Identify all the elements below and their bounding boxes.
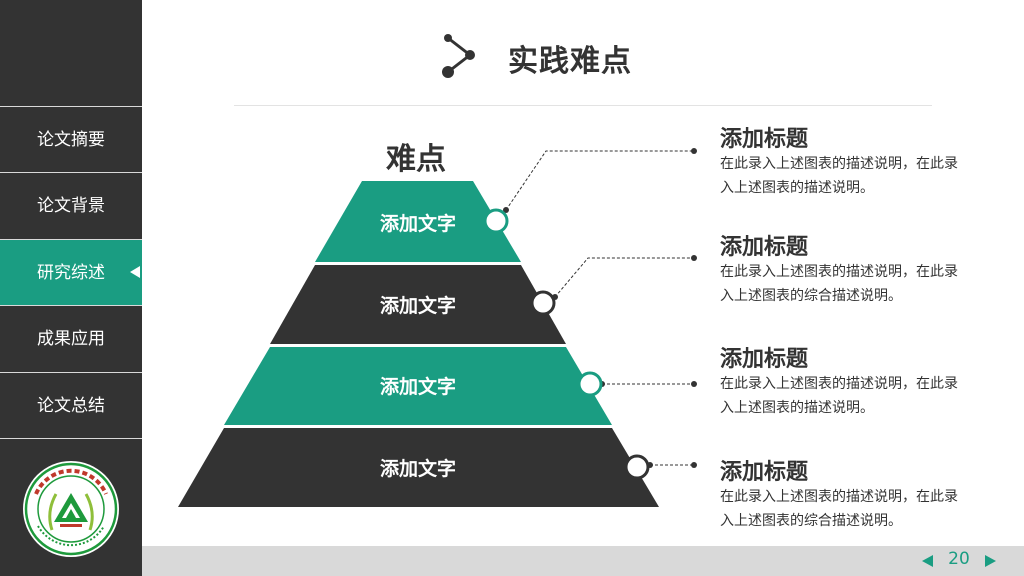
connector-dot-1-start	[503, 207, 509, 213]
sidebar-item-review[interactable]: 研究综述	[0, 239, 142, 305]
item-desc-4: 在此录入上述图表的描述说明，在此录入上述图表的综合描述说明。	[720, 489, 958, 529]
sidebar-item-abstract[interactable]: 论文摘要	[0, 106, 142, 172]
sidebar-item-background[interactable]: 论文背景	[0, 172, 142, 238]
pyramid-layer-2	[270, 265, 566, 344]
connector-line-2	[554, 257, 694, 298]
pyramid-heading: 难点	[386, 142, 446, 177]
item-title-2: 添加标题	[720, 235, 809, 260]
sidebar-item-label: 论文总结	[37, 396, 105, 416]
page-number: 20	[948, 549, 970, 569]
item-desc-3: 在此录入上述图表的描述说明，在此录入上述图表的描述说明。	[720, 376, 958, 416]
pyramid-layer-3	[224, 347, 612, 425]
sidebar-item-label: 成果应用	[37, 329, 105, 349]
pyramid-layer-1	[315, 181, 521, 262]
sidebar: 论文摘要 论文背景 研究综述 成果应用 论文总结	[0, 0, 142, 576]
footer-bar	[142, 546, 1024, 576]
pyramid-layer-4	[178, 428, 659, 507]
ring-marker-3	[577, 371, 603, 397]
page-title: 实践难点	[508, 44, 632, 79]
connector-dot-3	[691, 381, 697, 387]
connector-line-1	[505, 150, 694, 211]
prev-page-button[interactable]	[922, 555, 933, 567]
ring-marker-4	[624, 454, 650, 480]
pyramid-layer-1-label: 添加文字	[379, 213, 456, 235]
active-pointer-icon	[130, 266, 140, 278]
sidebar-divider	[0, 438, 142, 439]
sidebar-item-label: 论文摘要	[37, 130, 105, 150]
pyramid-layer-4-label: 添加文字	[379, 458, 456, 480]
connector-dot-4	[691, 462, 697, 468]
ring-marker-2	[530, 290, 556, 316]
item-desc-2: 在此录入上述图表的描述说明，在此录入上述图表的综合描述说明。	[720, 264, 958, 304]
sidebar-item-summary[interactable]: 论文总结	[0, 372, 142, 438]
connector-dot-1	[691, 148, 697, 154]
title-divider	[234, 105, 932, 106]
pyramid-layer-2-label: 添加文字	[379, 295, 456, 317]
pyramid-layer-3-label: 添加文字	[379, 376, 456, 398]
connector-dot-2	[691, 255, 697, 261]
ring-marker-1	[483, 208, 509, 234]
university-seal-icon	[23, 461, 119, 557]
item-title-3: 添加标题	[720, 347, 809, 372]
sidebar-item-label: 论文背景	[37, 196, 105, 216]
sidebar-item-application[interactable]: 成果应用	[0, 305, 142, 371]
next-page-button[interactable]	[985, 555, 996, 567]
item-title-4: 添加标题	[720, 460, 809, 485]
item-title-1: 添加标题	[720, 127, 809, 152]
item-desc-1: 在此录入上述图表的描述说明，在此录入上述图表的描述说明。	[720, 156, 958, 196]
share-nodes-icon	[442, 34, 475, 78]
sidebar-item-label: 研究综述	[37, 263, 105, 283]
